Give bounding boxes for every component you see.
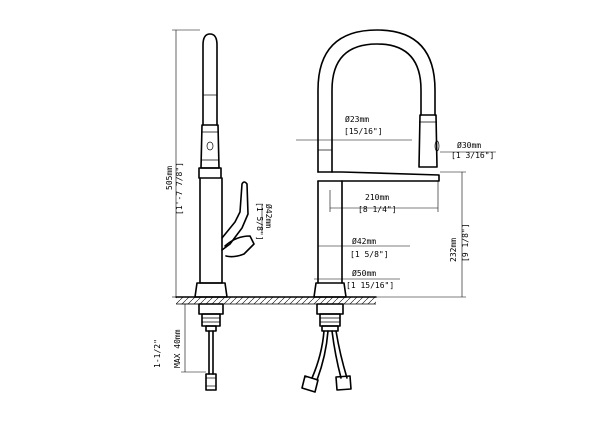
body-diameter-dimension: Ø42mm [1 5/8"] — [318, 236, 410, 259]
spout-dia-in-label: [15/16"] — [344, 127, 383, 136]
total-height-dimension: 505mm [1'-7 7/8"] — [165, 29, 200, 298]
reach-dimension: 210mm [8 1/4"] — [329, 181, 439, 214]
spout-height-mm-label: 232mm — [449, 238, 458, 262]
spray-diameter-dimension: Ø30mm [1 3/16"] — [440, 140, 496, 160]
spout-height-dimension: 232mm [9 1/8"] — [376, 171, 470, 298]
spout-dia-mm-label: Ø23mm — [345, 114, 369, 124]
base-dia-mm-label: Ø50mm — [352, 268, 376, 278]
reach-mm-label: 210mm — [365, 193, 389, 202]
thread-max-label: MAX 40mm — [173, 329, 182, 368]
height-mm-label: 505mm — [165, 166, 174, 190]
handle-diameter-dimension: Ø42mm [1 5/8"] — [255, 202, 274, 241]
countertop — [175, 296, 377, 305]
side-view-faucet — [194, 33, 255, 391]
reach-in-label: [8 1/4"] — [358, 205, 397, 214]
handle-dia-in-label: [1 5/8"] — [255, 202, 264, 241]
thread-dimension: 1-1/2" MAX 40mm — [153, 303, 206, 373]
front-view-faucet — [301, 29, 440, 393]
thread-size-label: 1-1/2" — [153, 339, 162, 368]
body-dia-mm-label: Ø42mm — [352, 236, 376, 246]
spout-height-in-label: [9 1/8"] — [461, 223, 470, 262]
spray-dia-in-label: [1 3/16"] — [451, 151, 494, 160]
spray-dia-mm-label: Ø30mm — [457, 140, 481, 150]
spray-button-icon — [206, 141, 214, 151]
base-dia-in-label: [1 15/16"] — [346, 281, 394, 290]
height-in-label: [1'-7 7/8"] — [175, 162, 184, 215]
spout-diameter-dimension: Ø23mm [15/16"] — [296, 114, 412, 146]
base-diameter-dimension: Ø50mm [1 15/16"] — [314, 268, 400, 290]
body-dia-in-label: [1 5/8"] — [350, 250, 389, 259]
handle-dia-mm-label: Ø42mm — [264, 204, 274, 228]
